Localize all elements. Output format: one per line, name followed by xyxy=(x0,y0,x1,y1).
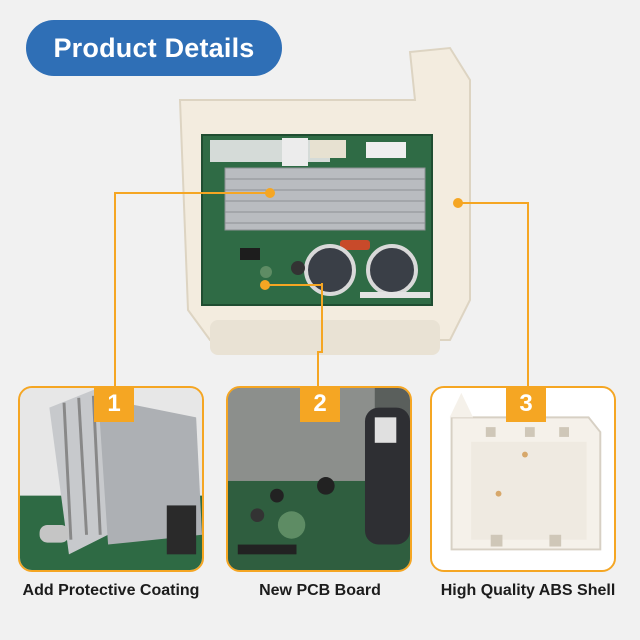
feature-label-3: High Quality ABS Shell xyxy=(440,582,616,599)
feature-number-2: 2 xyxy=(300,386,340,422)
product-details-banner: Product Details xyxy=(26,20,282,76)
control-board-photo xyxy=(178,46,471,355)
feature-label-1: Add Protective Coating xyxy=(22,582,200,599)
banner-title: Product Details xyxy=(53,32,255,63)
feature-number-1: 1 xyxy=(94,386,134,422)
feature-label-2: New PCB Board xyxy=(259,582,381,599)
feature-number-3: 3 xyxy=(506,386,546,422)
